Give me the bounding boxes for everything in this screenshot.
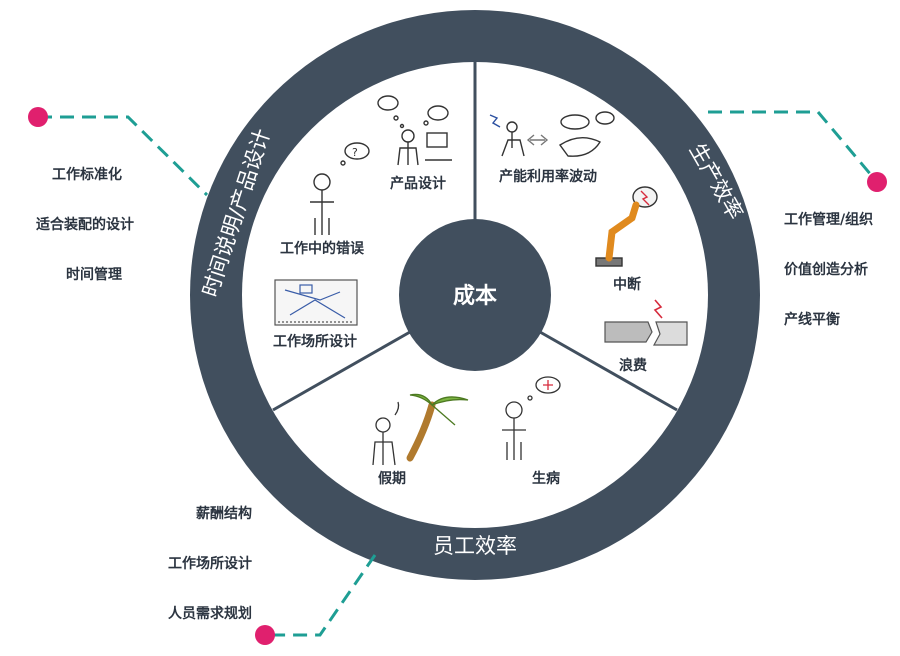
thinking-person-icon	[377, 95, 452, 166]
sick-person-icon	[502, 376, 561, 460]
ring-label-bottom: 员工效率	[433, 534, 517, 558]
broken-material-icon	[604, 299, 688, 346]
item-capacity-fluctuation: 产能利用率波动	[499, 168, 597, 185]
separator-right	[539, 330, 678, 412]
right-callout-dot	[867, 172, 887, 192]
item-product-design: 产品设计	[390, 175, 446, 192]
left-callout-item: 工作标准化	[52, 167, 122, 183]
bottom-callout-item: 人员需求规划	[168, 606, 252, 622]
robot-arm-icon	[595, 186, 658, 267]
left-callout-connector	[38, 115, 209, 197]
left-callout-item: 时间管理	[66, 267, 122, 283]
right-callout-item: 工作管理/组织	[784, 212, 874, 228]
right-callout-item: 产线平衡	[784, 312, 840, 328]
center-label: 成本	[453, 284, 497, 309]
bottom-callout-dot	[255, 625, 275, 645]
separator-left	[272, 330, 411, 412]
item-work-errors: 工作中的错误	[280, 240, 365, 257]
confused-person-icon: ?	[310, 142, 370, 235]
bottom-callout-item: 薪酬结构	[196, 506, 252, 522]
item-sickness: 生病	[532, 470, 560, 487]
left-callout-dot	[28, 107, 48, 127]
item-waste: 浪费	[619, 357, 647, 374]
workplace-blueprint-icon	[274, 279, 358, 326]
bottom-callout-connector	[265, 554, 377, 637]
item-workplace-design: 工作场所设计	[273, 333, 357, 350]
bottom-callout-item: 工作场所设计	[168, 556, 252, 572]
item-interruption: 中断	[613, 276, 641, 293]
center-circle	[399, 219, 551, 371]
palm-tree-icon	[372, 393, 469, 466]
left-callout-item: 适合装配的设计	[36, 217, 134, 233]
item-vacation: 假期	[378, 470, 406, 487]
capacity-fluctuation-icon	[489, 111, 615, 157]
right-callout-item: 价值创造分析	[784, 262, 868, 278]
right-callout-connector	[708, 110, 879, 183]
svg-text:?: ?	[352, 146, 358, 159]
